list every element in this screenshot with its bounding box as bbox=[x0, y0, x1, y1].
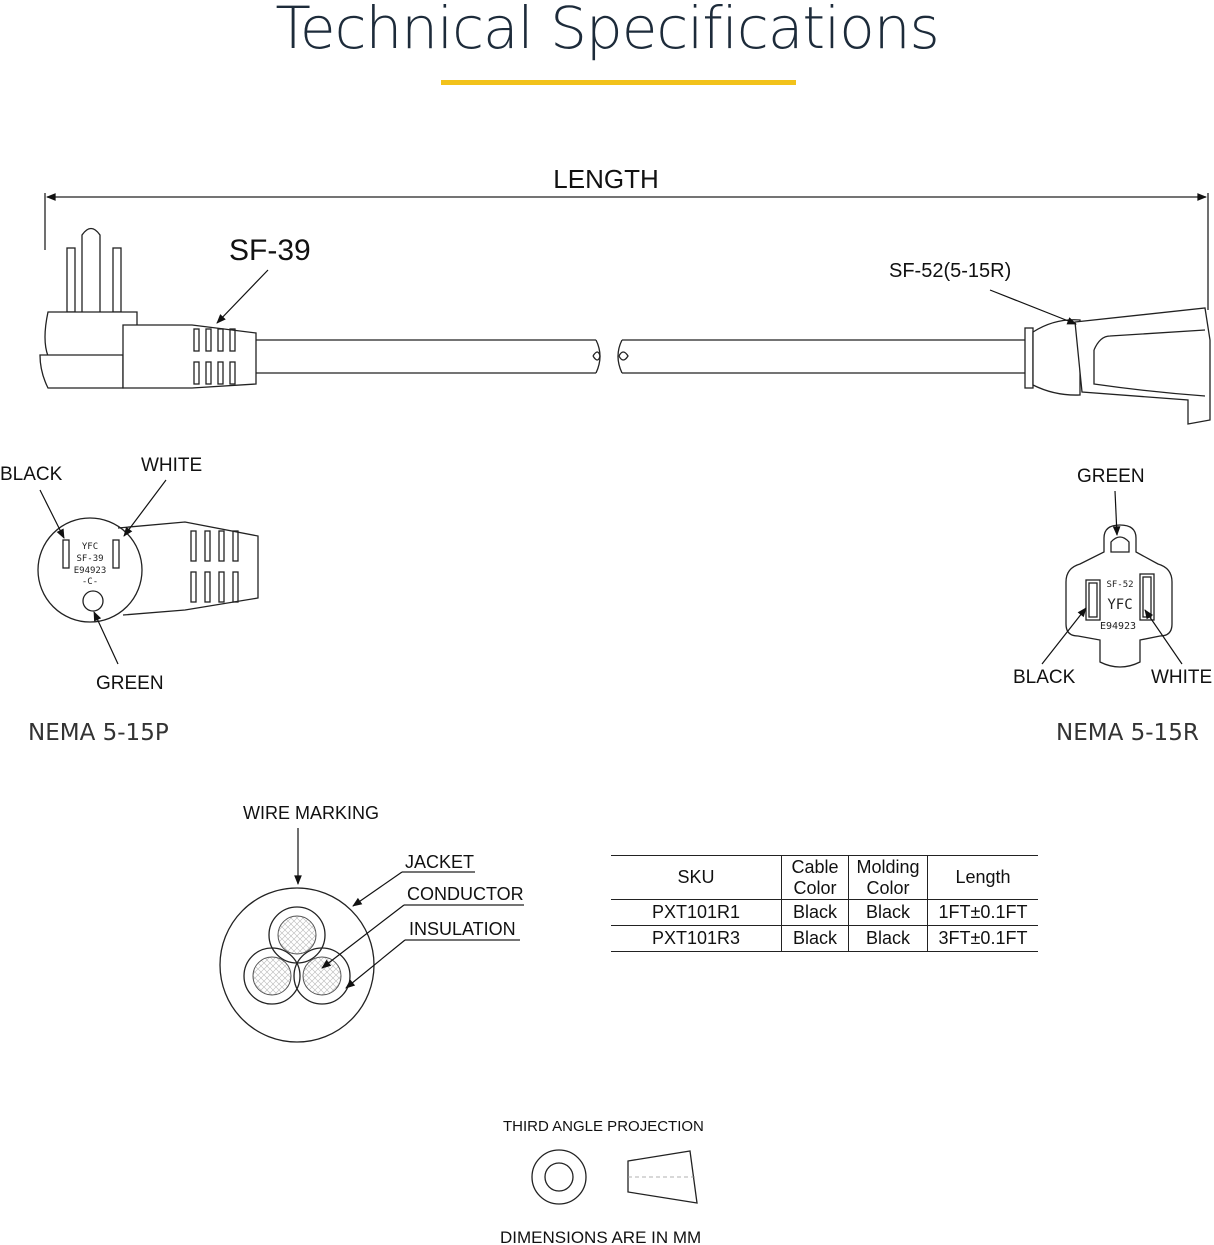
receptacle-green-label: GREEN bbox=[1077, 466, 1145, 487]
plug-caption: NEMA 5-15P bbox=[28, 720, 169, 746]
row-cable-color: Black bbox=[781, 925, 849, 952]
table-row: PXT101R1 Black Black 1FT±0.1FT bbox=[611, 899, 1038, 926]
receptacle-caption: NEMA 5-15R bbox=[1056, 720, 1199, 746]
jacket-label: JACKET bbox=[405, 852, 474, 872]
page-title: Technical Specifications bbox=[275, 0, 939, 62]
receptacle-side-view: SF-52(5-15R) bbox=[617, 260, 1211, 425]
row-cable-color: Black bbox=[781, 899, 849, 926]
plug-black-label: BLACK bbox=[0, 464, 63, 485]
table-header-row: SKU Cable Color Molding Color Length bbox=[611, 855, 1038, 900]
receptacle-white-label: WHITE bbox=[1151, 667, 1212, 688]
cable-cross-section: WIRE MARKING JACKET CONDUCTOR INSULATION bbox=[219, 803, 524, 1043]
svg-text:E94923: E94923 bbox=[74, 566, 107, 576]
plug-face-view: YFC SF-39 E94923 -C- BLACK WHITE GREEN N… bbox=[0, 455, 259, 746]
plug-green-label: GREEN bbox=[96, 673, 164, 694]
title-underline bbox=[441, 80, 796, 85]
plug-model-label: SF-39 bbox=[229, 234, 311, 267]
wire-marking-label: WIRE MARKING bbox=[243, 803, 379, 823]
length-dimension: LENGTH bbox=[44, 164, 1209, 310]
row-sku: PXT101R3 bbox=[611, 925, 782, 952]
projection-symbol: THIRD ANGLE PROJECTION DIMENSIONS ARE IN… bbox=[500, 1118, 704, 1245]
length-label: LENGTH bbox=[553, 164, 658, 194]
row-length: 1FT±0.1FT bbox=[927, 899, 1038, 926]
row-sku: PXT101R1 bbox=[611, 899, 782, 926]
receptacle-model-label: SF-52(5-15R) bbox=[889, 260, 1011, 282]
receptacle-black-label: BLACK bbox=[1013, 667, 1076, 688]
row-molding-color: Black bbox=[848, 925, 928, 952]
svg-text:-C-: -C- bbox=[82, 577, 98, 587]
row-molding-color: Black bbox=[848, 899, 928, 926]
receptacle-face-view: SF-52 YFC E94923 GREEN BLACK WHITE NEMA … bbox=[1013, 466, 1212, 746]
header-sku: SKU bbox=[611, 855, 782, 900]
row-length: 3FT±0.1FT bbox=[927, 925, 1038, 952]
svg-text:SF-52: SF-52 bbox=[1106, 580, 1133, 590]
projection-label: THIRD ANGLE PROJECTION bbox=[503, 1118, 704, 1135]
svg-text:SF-39: SF-39 bbox=[76, 554, 103, 564]
spec-table-wrap: SKU Cable Color Molding Color Length PXT… bbox=[611, 855, 1038, 952]
table-row: PXT101R3 Black Black 3FT±0.1FT bbox=[611, 925, 1038, 952]
svg-text:YFC: YFC bbox=[1107, 597, 1132, 613]
units-note: DIMENSIONS ARE IN MM bbox=[500, 1228, 701, 1245]
header-length: Length bbox=[927, 855, 1038, 900]
plug-white-label: WHITE bbox=[141, 455, 202, 476]
conductor-label: CONDUCTOR bbox=[407, 884, 524, 904]
plug-side-view: SF-39 bbox=[39, 227, 601, 389]
svg-text:YFC: YFC bbox=[82, 542, 98, 552]
header-molding-color: Molding Color bbox=[848, 855, 928, 900]
insulation-label: INSULATION bbox=[409, 919, 516, 939]
header-cable-color: Cable Color bbox=[781, 855, 849, 900]
spec-table: SKU Cable Color Molding Color Length PXT… bbox=[611, 855, 1038, 952]
svg-text:E94923: E94923 bbox=[1100, 621, 1136, 632]
